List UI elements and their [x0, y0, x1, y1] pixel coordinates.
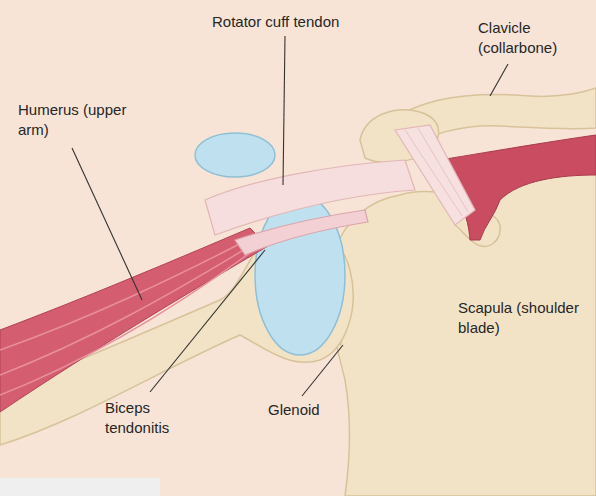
leader-line — [490, 64, 508, 96]
leader-line — [150, 250, 265, 392]
ligament — [395, 125, 475, 225]
part-label: Rotator cuff tendon — [212, 12, 339, 32]
leader-line — [283, 36, 285, 185]
part-label: Biceps tendonitis — [105, 398, 197, 439]
corner-strip — [0, 478, 160, 496]
part-label: Clavicle (collarbone) — [478, 18, 588, 59]
leader-line — [72, 148, 142, 300]
ligament-fibres — [405, 128, 468, 216]
leader-lines — [72, 36, 508, 396]
part-label: Glenoid — [268, 400, 320, 420]
bursa — [195, 133, 275, 177]
part-label: Scapula (shoulder blade) — [458, 298, 588, 339]
biceps-tendon — [235, 210, 368, 255]
biceps-muscle — [0, 228, 268, 412]
part-label: Humerus (upper arm) — [18, 100, 128, 141]
muscle-fibres — [0, 236, 262, 395]
leader-line — [302, 345, 343, 396]
